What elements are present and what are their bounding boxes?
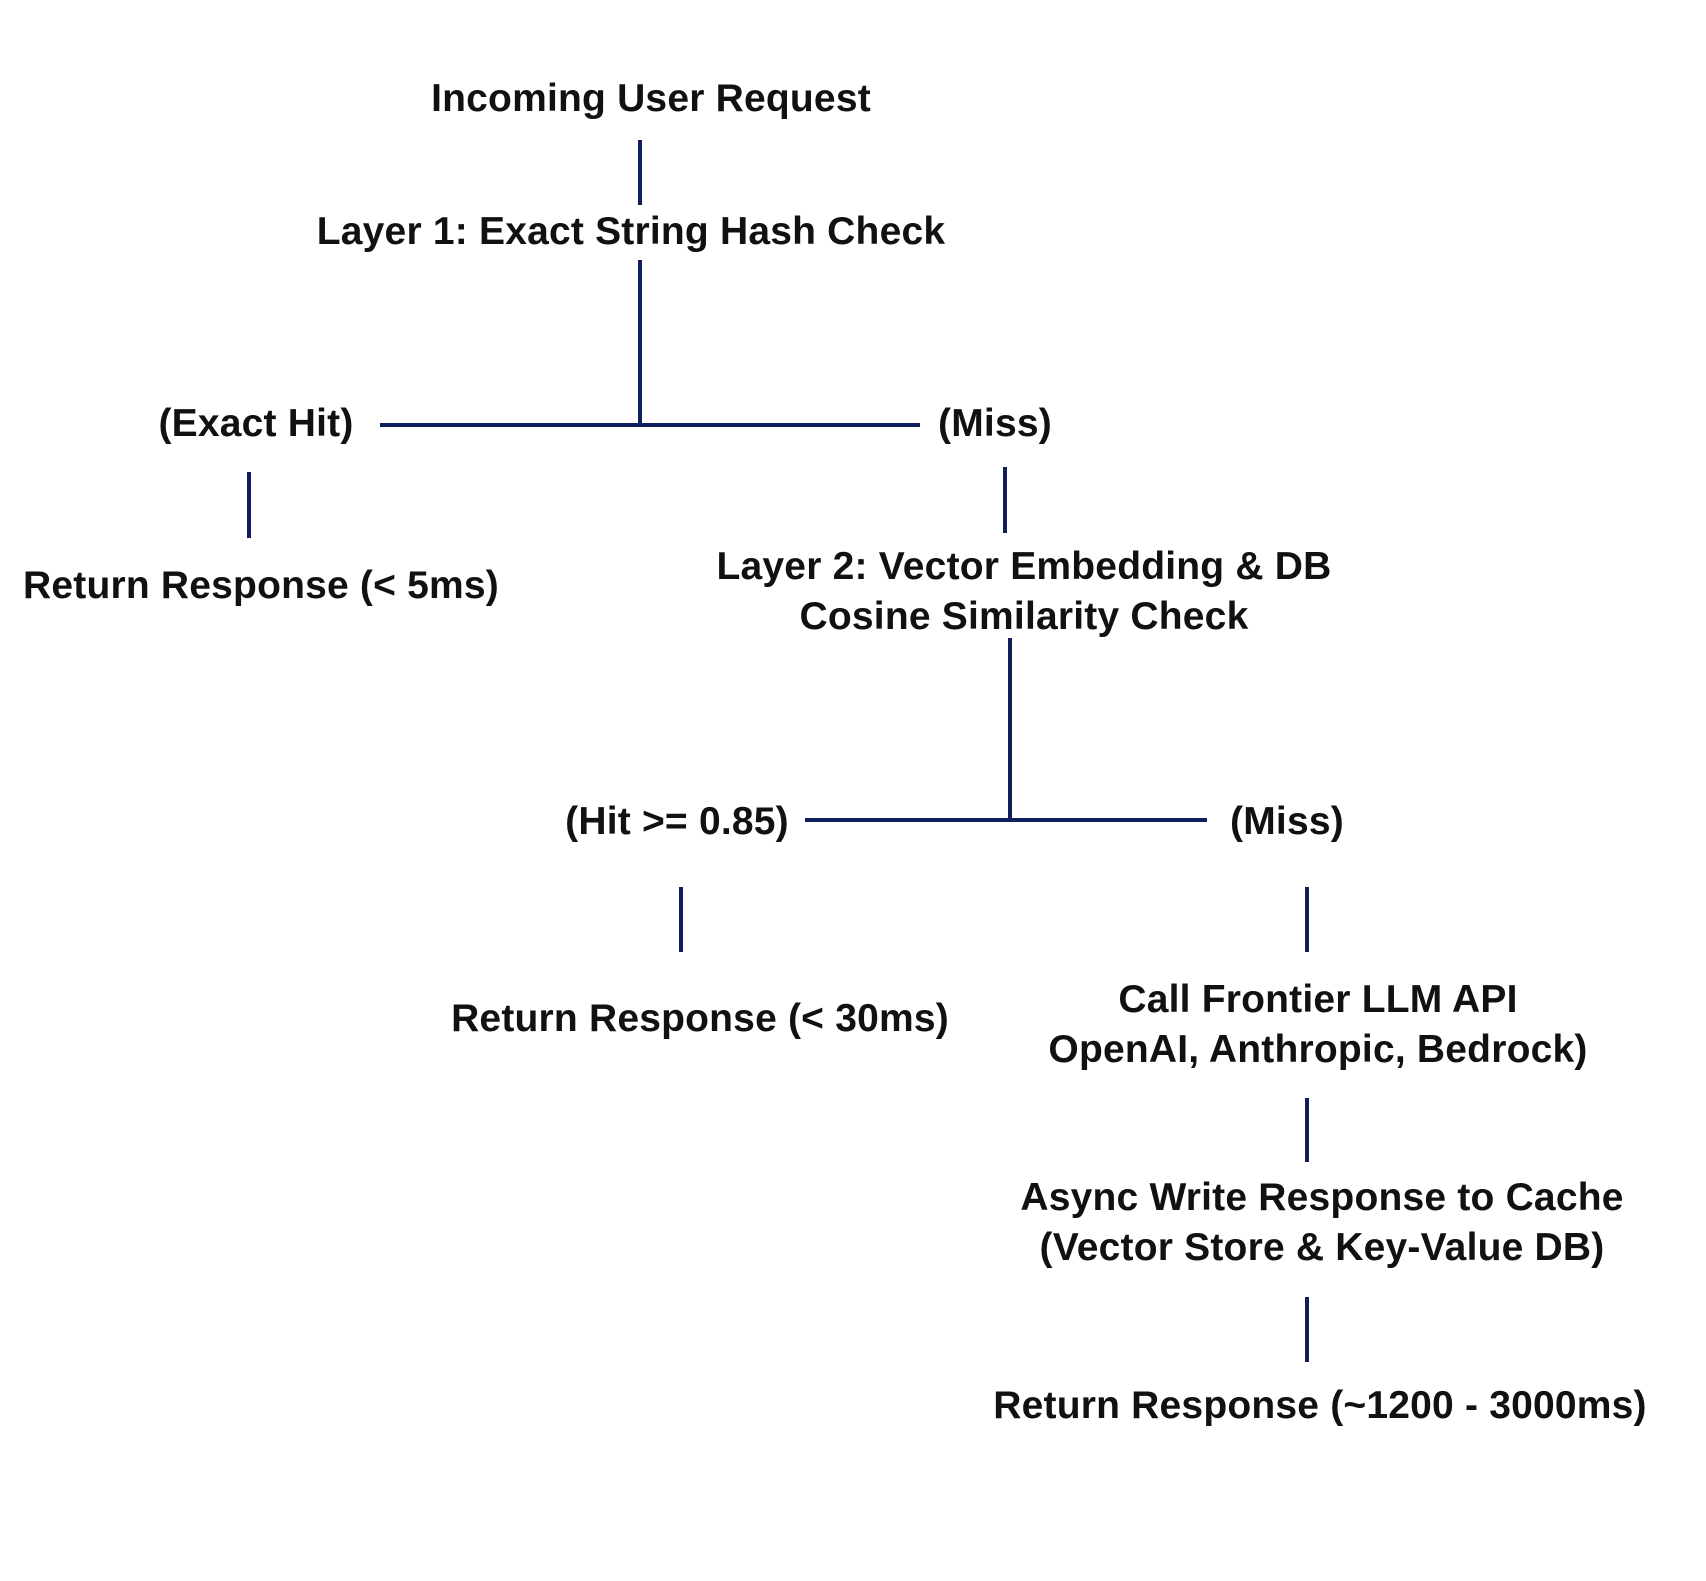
call-llm-line1: Call Frontier LLM API (1118, 978, 1518, 1021)
return-response-exact-node: Return Response (< 5ms) (23, 564, 499, 607)
miss-label-layer2: (Miss) (1230, 800, 1344, 843)
hit-threshold-label: (Hit >= 0.85) (565, 800, 789, 843)
async-write-cache-node: Async Write Response to Cache (Vector St… (1020, 1173, 1623, 1273)
incoming-request-node: Incoming User Request (431, 77, 871, 120)
miss-label-layer1: (Miss) (938, 402, 1052, 445)
exact-hit-label: (Exact Hit) (158, 402, 354, 445)
layer2-vector-check-node: Layer 2: Vector Embedding & DB Cosine Si… (717, 542, 1332, 642)
async-write-line1: Async Write Response to Cache (1020, 1176, 1624, 1219)
layer2-line1: Layer 2: Vector Embedding & DB (716, 545, 1332, 588)
return-response-semantic-node: Return Response (< 30ms) (451, 997, 949, 1040)
return-response-llm-node: Return Response (~1200 - 3000ms) (993, 1384, 1647, 1427)
layer2-line2: Cosine Similarity Check (799, 595, 1249, 638)
layer1-hash-check-node: Layer 1: Exact String Hash Check (316, 210, 946, 253)
call-llm-api-node: Call Frontier LLM API OpenAI, Anthropic,… (1048, 975, 1587, 1075)
async-write-line2: (Vector Store & Key-Value DB) (1039, 1226, 1605, 1269)
call-llm-line2: OpenAI, Anthropic, Bedrock) (1048, 1028, 1588, 1071)
